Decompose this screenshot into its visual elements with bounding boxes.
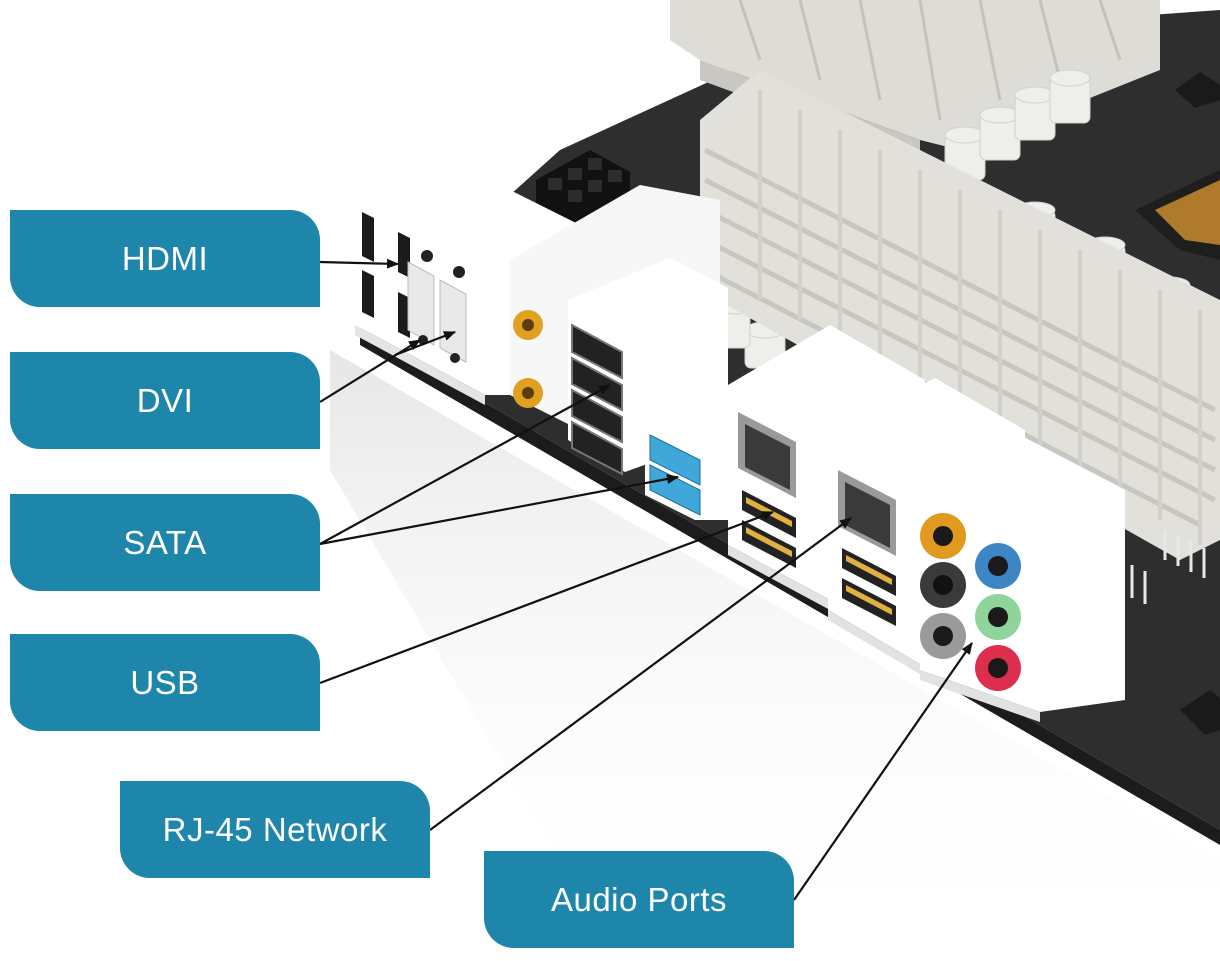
chip	[1175, 72, 1220, 108]
usb-label: USB	[10, 634, 320, 731]
header-pins	[1130, 530, 1206, 604]
usb-pointer	[319, 510, 774, 685]
audio-jack	[920, 513, 1021, 691]
sata-port	[571, 323, 623, 476]
sata-label: SATA	[10, 494, 320, 591]
rj45-network-label: RJ-45 Network	[120, 781, 430, 878]
hdmi-pointer	[319, 258, 399, 269]
audio-ports-label: Audio Ports	[484, 851, 794, 948]
pointer-lines	[319, 258, 973, 901]
hdmi-port	[362, 212, 410, 338]
dvi-pointer	[394, 330, 456, 357]
usb3-port	[649, 434, 701, 486]
io-block-audio	[920, 435, 1125, 722]
sata-pointer	[319, 384, 611, 545]
dvi-label: DVI	[10, 352, 320, 449]
audio-pointer	[793, 642, 973, 901]
sata-pointer	[319, 474, 679, 546]
dvi-pointer	[319, 339, 421, 403]
cpu-socket	[1135, 170, 1220, 260]
hdmi-label: HDMI	[10, 210, 320, 307]
board-shadow	[330, 350, 1220, 961]
chip	[1180, 690, 1220, 735]
rj45-pointer	[429, 517, 852, 831]
io-block-usb3	[645, 395, 730, 520]
